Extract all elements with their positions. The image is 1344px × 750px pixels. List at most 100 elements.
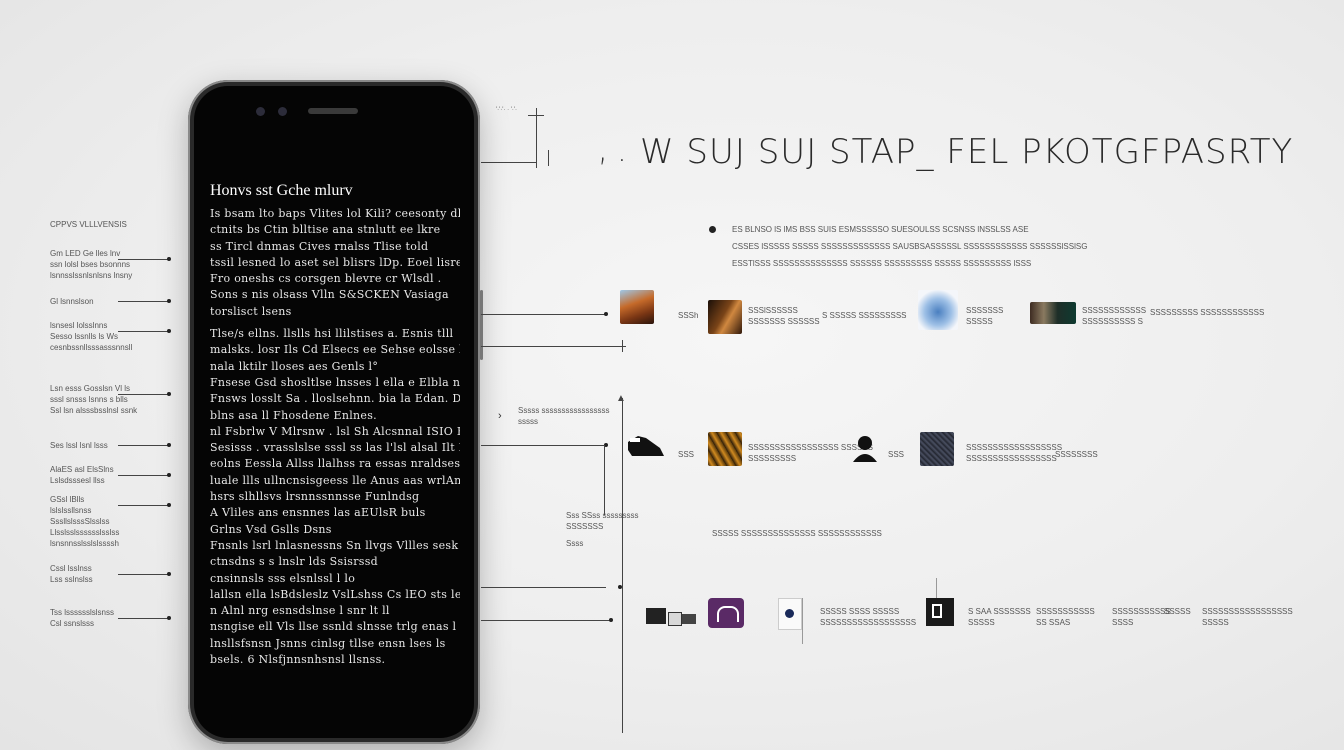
phone-text-line: nl Fsbrlw V Mlrsnw . lsl Sh Alcsnnal ISI… <box>210 424 460 438</box>
row1-label-b: SSSlSSSSSS SSSSSSS SSSSSS <box>748 306 820 326</box>
connector-dot <box>167 503 171 507</box>
row3-label-a: SSSSS SSSS SSSSS SSSSSSSSSSSSSSSSSS <box>820 607 917 627</box>
connector-dot <box>167 329 171 333</box>
connector-dot <box>167 392 171 396</box>
speaker-icon <box>308 108 358 114</box>
row2-label-b: SSSSSSSSSSSSSSSSS SSSSSS SSSSSSSSS <box>748 443 873 463</box>
phone-text-line: Is bsam lto baps Vlites lol Kili? ceeson… <box>210 207 460 220</box>
connector-dot <box>167 257 171 261</box>
connector-line <box>481 314 606 315</box>
connector-line <box>118 394 168 395</box>
connector-dot <box>167 443 171 447</box>
connector-line <box>481 445 606 446</box>
connector-dot <box>618 585 622 589</box>
phone-body-text: Is bsam lto baps Vlites lol Kili? ceeson… <box>210 206 460 668</box>
row2-label-d: SSSSSSSSSSSSSSSSSS SSSSSSSSSSSSSSSSS <box>966 443 1063 463</box>
header-prefix: ‚ . <box>598 134 627 169</box>
phone-text-line: Tlse/s ellns. llslls hsi llilstises a. E… <box>210 327 454 341</box>
row2-label-e: SSSSSSSS <box>1055 450 1098 459</box>
phone-text-line: malsks. losr Ils Cd Elsecs ee Sehse eols… <box>210 343 460 357</box>
left-annotation-label: CPPVS VLLLVENSIS <box>50 220 127 229</box>
row1-label-a: SSSh <box>678 311 699 320</box>
bottle-icon <box>778 598 802 630</box>
phone-text-line: blns asa ll Fhosdene Enlnes. <box>210 408 377 422</box>
row2-label-a: SSS <box>678 450 695 459</box>
connector-line <box>528 115 544 116</box>
phone-text-line: ctnsdns s s lnslr lds Ssisrssd <box>210 555 379 569</box>
thumbnail-image[interactable] <box>920 432 954 466</box>
phone-text-line: Sesisss . vrasslslse sssl ss las l'lsl a… <box>210 441 460 455</box>
intro-text: ES BLNSO lS lMS BSS SUIS ESMSSSSSO SUESO… <box>732 221 1087 272</box>
header-annotation: '·'·'· · '·'· <box>496 107 518 113</box>
left-annotation-label: Gl lsnnslson <box>50 297 94 306</box>
logo-icon <box>926 598 954 626</box>
thumbnail-image[interactable] <box>620 290 654 324</box>
phone-text-line: eolns Eessla Allss llalhss ra essas nral… <box>210 457 460 471</box>
equipment-thumbnail[interactable] <box>646 604 696 626</box>
connector-line <box>536 108 537 168</box>
row3-label-f: SSSSSSSSSSSSSSSSS SSSSS <box>1202 607 1293 627</box>
phone-text-line: Fnsese Gsd shosltlse lnsses l ella e Elb… <box>210 375 460 389</box>
thumbnail-image[interactable] <box>708 300 742 334</box>
connector-dot <box>167 473 171 477</box>
connector-dot <box>167 572 171 576</box>
camera-icon <box>256 107 265 116</box>
app-icon[interactable] <box>708 598 744 628</box>
connector-line <box>548 150 549 166</box>
mid-left-label: Sss SSss sssssssss SSSSSSS Ssss <box>566 511 639 548</box>
page-title: W SUJ SUJ STAP_ FEL PKOTGFPASRTY <box>640 132 1294 172</box>
phone-text-line: lallsn ella lsBdsleslz VslLshss Cs lEO s… <box>210 587 460 601</box>
connector-dot <box>604 312 608 316</box>
phone-text-line: Fnsnls lsrl lnlasnessns Sn llvgs Vllles … <box>210 538 459 552</box>
row1-label-f: SSSSSSSSS SSSSSSSSSSSS <box>1150 308 1265 317</box>
phone-side-button <box>480 290 483 360</box>
person-silhouette-icon <box>852 434 878 467</box>
connector-line <box>604 445 605 515</box>
connector-line <box>622 398 623 733</box>
thumbnail-image[interactable] <box>708 432 742 466</box>
phone-text-line: Fro oneshs cs corsgen blevre cr Wlsdl . <box>210 272 442 286</box>
row2-side-label: Sssss sssssssssssssssss sssss <box>518 406 610 426</box>
connector-line <box>118 331 168 332</box>
connector-line <box>481 346 626 347</box>
connector-line <box>118 445 168 446</box>
row3-label-c: SSSSSSSSSSS SS SSAS <box>1036 607 1095 627</box>
thumbnail-image[interactable] <box>1030 302 1076 324</box>
phone-text-line: torslisct lsens <box>210 304 292 318</box>
connector-line <box>622 340 623 352</box>
connector-line <box>118 475 168 476</box>
phone-title: Honvs sst Gche mlurv <box>210 182 353 199</box>
row3-label-d: SSSSSSSSSSS SSSS <box>1112 607 1171 627</box>
connector-line <box>481 162 536 163</box>
phone-text-line: nsngise ell Vls llse ssnld slnsse trlg e… <box>210 620 457 634</box>
bullet-icon <box>709 226 716 233</box>
row3-label-e: SSSSS <box>1164 607 1191 616</box>
connector-line <box>118 505 168 506</box>
row1-label-d: SSSSSSS SSSSS <box>966 306 1004 326</box>
phone-text-line: bsels. 6 Nlsfjnnsnhsnsl llsnss. <box>210 653 386 667</box>
thumbnail-image[interactable] <box>918 290 958 330</box>
connector-line <box>481 587 606 588</box>
intro-line: ES BLNSO lS lMS BSS SUIS ESMSSSSSO SUESO… <box>732 225 1029 234</box>
row1-label-e: SSSSSSSSSSSS SSSSSSSSSS S <box>1082 306 1147 326</box>
connector-line <box>118 301 168 302</box>
phone-text-line: Fnsws losslt Sa . lloslsehnn. bia la Eda… <box>210 392 460 406</box>
intro-line: CSSES lSSSSS SSSSS SSSSSSSSSSSSS SAUSBSA… <box>732 242 1088 251</box>
connector-line <box>118 259 168 260</box>
connector-dot <box>604 443 608 447</box>
phone-text-line: lnsllsfsnsn Jsnns cinlsg tllse ensn lses… <box>210 636 446 650</box>
connector-line <box>118 618 168 619</box>
phone-text-line: luale llls ullncnsisgeess lle Anus aas w… <box>210 473 460 487</box>
phone-mockup: Honvs sst Gche mlurv Is bsam lto baps Vl… <box>188 80 483 744</box>
mid-center-label: SSSSS SSSSSSSSSSSSSS SSSSSSSSSSSS <box>712 529 882 538</box>
phone-text-line: ctnits bs Ctin blltise ana stnlutt ee lk… <box>210 223 441 237</box>
phone-text-line: nala lktilr lloses aes Genls l° <box>210 359 379 373</box>
connector-dot <box>609 618 613 622</box>
